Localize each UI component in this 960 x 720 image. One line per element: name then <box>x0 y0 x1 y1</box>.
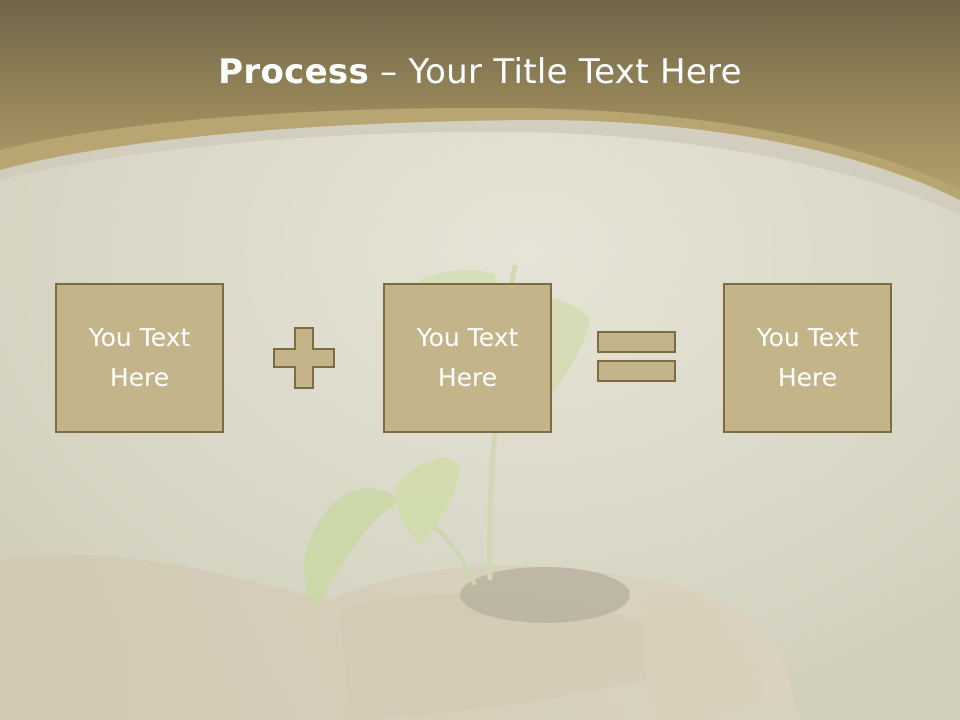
plus-icon <box>273 327 335 389</box>
process-box-3: You Text Here <box>723 283 892 433</box>
process-box-2: You Text Here <box>383 283 552 433</box>
process-box-2-text: You Text Here <box>416 323 519 392</box>
process-box-1-text: You Text Here <box>88 323 191 392</box>
process-box-1: You Text Here <box>55 283 224 433</box>
slide-title: Process – Your Title Text Here <box>0 52 960 92</box>
title-text: – Your Title Text Here <box>369 52 742 92</box>
title-emphasis: Process <box>218 52 370 92</box>
process-box-3-text: You Text Here <box>756 323 859 392</box>
equals-icon <box>597 331 676 382</box>
